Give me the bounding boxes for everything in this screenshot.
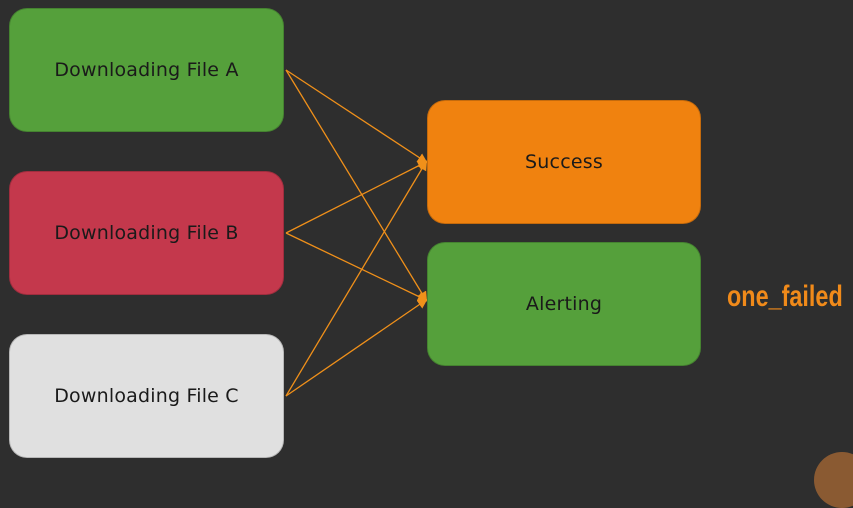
task-downloading-file-a[interactable]: Downloading File A — [9, 8, 284, 132]
task-label: Downloading File C — [54, 385, 239, 407]
task-label: Alerting — [525, 293, 603, 315]
task-label: Downloading File A — [54, 59, 239, 81]
edge-file_a-to-alerting — [285, 69, 428, 302]
task-label: Success — [525, 151, 603, 173]
task-downloading-file-c[interactable]: Downloading File C — [9, 334, 284, 458]
edge-file_c-to-success — [285, 160, 428, 397]
edge-file_b-to-success — [285, 161, 428, 234]
task-label: Downloading File B — [54, 222, 239, 244]
edge-layer — [285, 69, 428, 397]
edge-file_b-to-alerting — [285, 232, 428, 302]
task-alerting[interactable]: Alerting — [427, 242, 701, 366]
edge-file_c-to-alerting — [285, 298, 428, 397]
trigger-rule-label: one_failed — [727, 280, 843, 313]
edge-file_a-to-success — [285, 69, 428, 164]
task-downloading-file-b[interactable]: Downloading File B — [9, 171, 284, 295]
task-success[interactable]: Success — [427, 100, 701, 224]
